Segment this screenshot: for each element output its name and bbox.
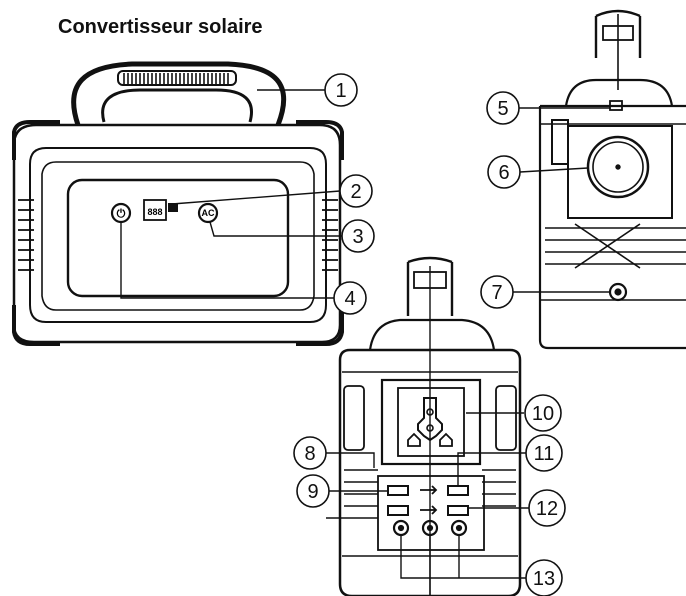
svg-text:3: 3 (352, 226, 363, 248)
ac-button (197, 202, 219, 224)
callout-3: 3 (341, 219, 375, 253)
svg-text:7: 7 (491, 282, 502, 304)
diagram-title: Convertisseur solaire (58, 16, 263, 38)
lcd-display (143, 199, 167, 221)
callout-6: 6 (487, 155, 521, 189)
callout-10: 10 (524, 394, 562, 432)
callout-12: 12 (528, 489, 566, 527)
ac-button-label: AC (202, 208, 215, 218)
handle-grip (123, 73, 229, 84)
callout-11: 11 (525, 434, 563, 472)
svg-text:11: 11 (534, 443, 555, 465)
svg-text:9: 9 (307, 481, 318, 503)
callout-13: 13 (525, 559, 563, 596)
side-vents (545, 223, 686, 269)
svg-text:10: 10 (532, 403, 554, 425)
callout-5: 5 (486, 91, 520, 125)
svg-text:6: 6 (498, 162, 509, 184)
lcd-indicator (168, 203, 178, 212)
svg-text:8: 8 (304, 443, 315, 465)
side-view (538, 9, 686, 350)
callout-7: 7 (480, 275, 514, 309)
svg-text:13: 13 (533, 568, 555, 590)
lcd-digits: 888 (147, 207, 162, 217)
front-view (12, 61, 344, 346)
callout-8: 8 (293, 436, 327, 470)
callout-9: 9 (296, 474, 330, 508)
back-vents (344, 469, 516, 507)
back-view (326, 256, 522, 596)
leader-lines (120, 89, 610, 596)
svg-text:1: 1 (335, 80, 346, 102)
front-left-vents (18, 199, 34, 271)
svg-text:2: 2 (350, 181, 361, 203)
power-icon: ⏻ (117, 207, 126, 220)
callout-2: 2 (339, 174, 373, 208)
callout-4: 4 (333, 281, 367, 315)
svg-text:4: 4 (344, 288, 355, 310)
callout-1: 1 (324, 73, 358, 107)
svg-text:5: 5 (497, 98, 508, 120)
svg-text:12: 12 (536, 498, 558, 520)
front-right-vents (322, 199, 338, 271)
